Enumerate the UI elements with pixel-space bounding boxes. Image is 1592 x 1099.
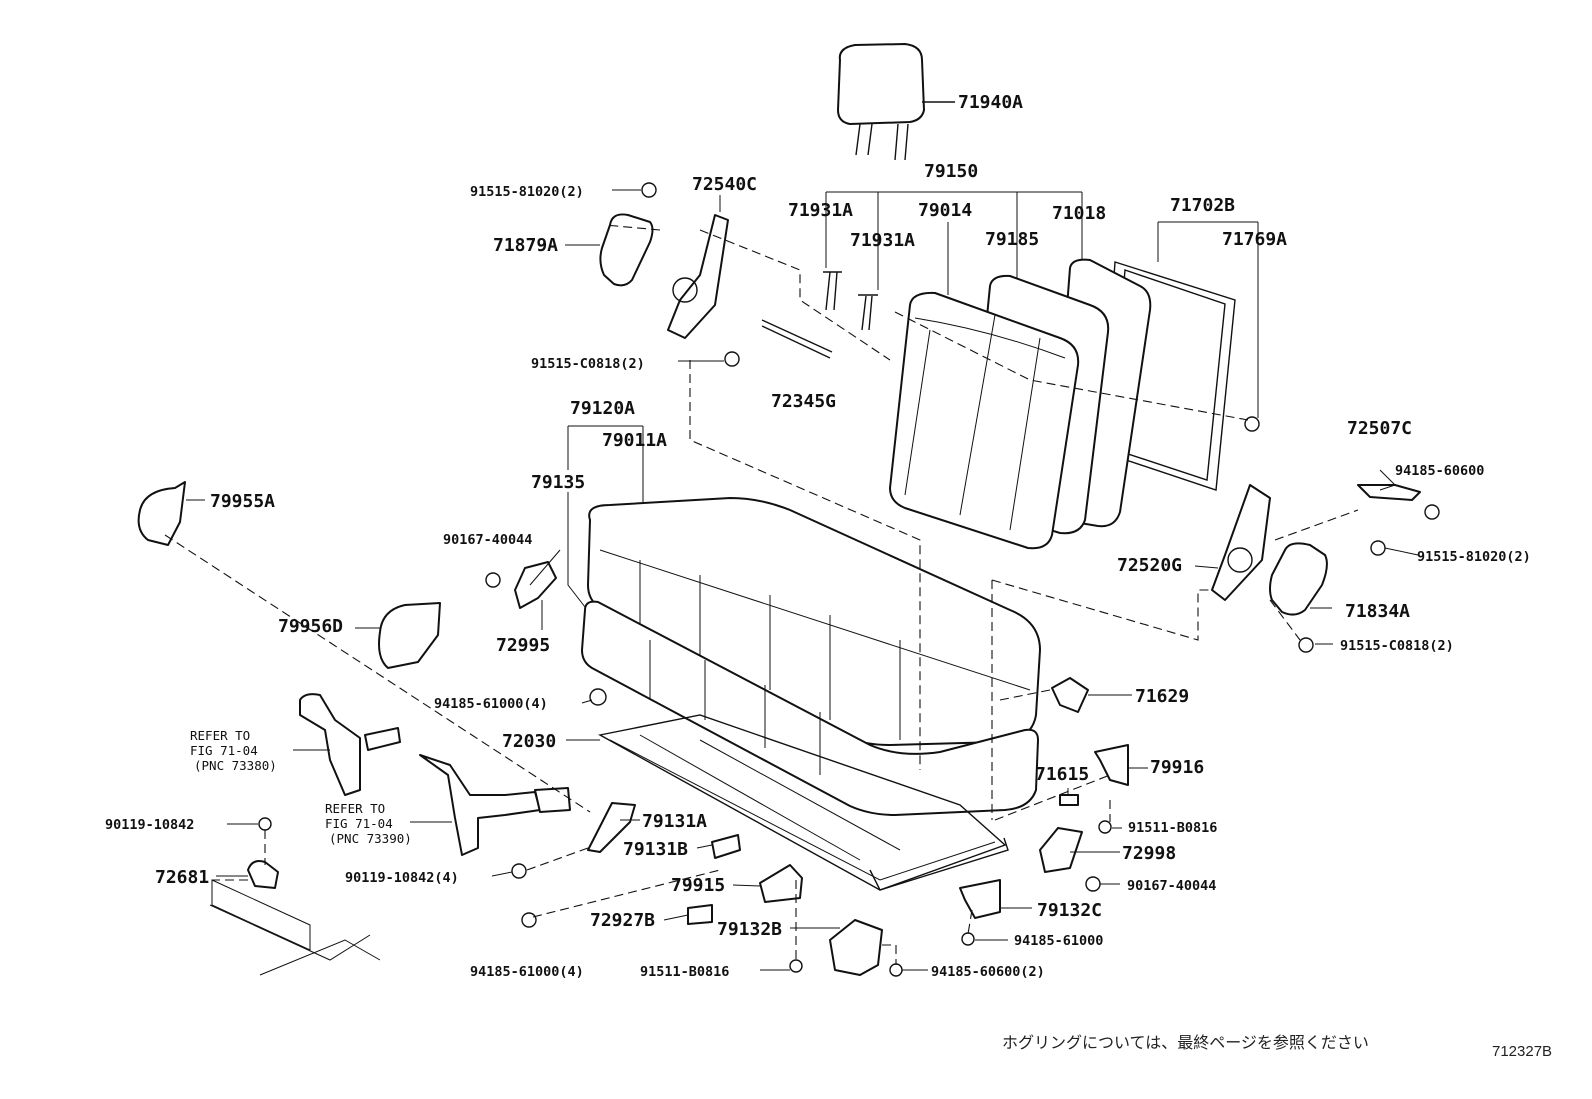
part-label-91515-81020: 91515-81020(2) bbox=[470, 184, 584, 200]
part-label-71940a: 71940A bbox=[958, 92, 1023, 113]
part-label-72681: 72681 bbox=[155, 867, 209, 888]
part-label-71702b: 71702B bbox=[1170, 195, 1235, 216]
part-label-94185-61000: 94185-61000 bbox=[1014, 933, 1103, 949]
part-label-79131b: 79131B bbox=[623, 839, 688, 860]
part-label-91515-81020-right: 91515-81020(2) bbox=[1417, 549, 1531, 565]
part-label-71769a: 71769A bbox=[1222, 229, 1287, 250]
figure-reference-code: 712327B bbox=[1492, 1043, 1552, 1060]
side-covers bbox=[137, 481, 441, 669]
part-label-79135: 79135 bbox=[531, 472, 585, 493]
part-label-94185-60600: 94185-60600 bbox=[1395, 463, 1484, 479]
part-label-90119-10842-4: 90119-10842(4) bbox=[345, 870, 459, 886]
part-label-72998: 72998 bbox=[1122, 843, 1176, 864]
refer-note-2-line2: FIG 71-04 bbox=[325, 816, 393, 831]
part-label-79915: 79915 bbox=[671, 875, 725, 896]
part-label-79185: 79185 bbox=[985, 229, 1039, 250]
headrest-drawing bbox=[837, 43, 955, 161]
part-label-72995: 72995 bbox=[496, 635, 550, 656]
hinge-covers bbox=[599, 213, 1328, 616]
seatback-drawing bbox=[761, 258, 1260, 550]
part-label-79014: 79014 bbox=[918, 200, 972, 221]
refer-note-2-line1: REFER TO bbox=[325, 801, 385, 816]
part-label-72345g: 72345G bbox=[771, 391, 836, 412]
part-label-79131a: 79131A bbox=[642, 811, 707, 832]
small-brackets bbox=[514, 484, 1421, 976]
hog-ring-note: ホグリングについては、最終ページを参照ください bbox=[1002, 1033, 1369, 1052]
refer-note-2-line3: (PNC 73390) bbox=[329, 831, 412, 846]
part-label-71018: 71018 bbox=[1052, 203, 1106, 224]
part-label-79955a: 79955A bbox=[210, 491, 275, 512]
part-label-71931a-left: 71931A bbox=[788, 200, 853, 221]
reference-notes: REFER TO FIG 71-04 (PNC 73380) REFER TO … bbox=[190, 728, 412, 846]
part-label-72030: 72030 bbox=[502, 731, 556, 752]
floor-drawing bbox=[209, 860, 381, 976]
seat-frame-drawing bbox=[597, 714, 1009, 891]
part-label-72927b: 72927B bbox=[590, 910, 655, 931]
part-label-71931a-right: 71931A bbox=[850, 230, 915, 251]
part-label-94185-60600-2: 94185-60600(2) bbox=[931, 964, 1045, 980]
part-label-79916: 79916 bbox=[1150, 757, 1204, 778]
seat-cushion-drawing bbox=[581, 497, 1041, 816]
part-label-72520g: 72520G bbox=[1117, 555, 1182, 576]
hinge-brackets bbox=[667, 214, 1271, 601]
part-label-72507c: 72507C bbox=[1347, 418, 1412, 439]
part-label-79150: 79150 bbox=[924, 161, 978, 182]
part-label-90167-40044-lower: 90167-40044 bbox=[1127, 878, 1216, 894]
part-label-71615: 71615 bbox=[1035, 764, 1089, 785]
part-label-71834a: 71834A bbox=[1345, 601, 1410, 622]
part-label-90119-10842: 90119-10842 bbox=[105, 817, 194, 833]
refer-note-1-line2: FIG 71-04 bbox=[190, 743, 258, 758]
part-label-71879a: 71879A bbox=[493, 235, 558, 256]
part-label-91515-c0818: 91515-C0818(2) bbox=[531, 356, 645, 372]
part-label-79132c: 79132C bbox=[1037, 900, 1102, 921]
part-label-90167-40044-upper: 90167-40044 bbox=[443, 532, 532, 548]
part-label-91515-c0818-right: 91515-C0818(2) bbox=[1340, 638, 1454, 654]
part-label-91511-b0816-lower: 91511-B0816 bbox=[640, 964, 729, 980]
part-label-79011a: 79011A bbox=[602, 430, 667, 451]
dashed-assembly-lines bbox=[164, 224, 1359, 965]
leader-lines bbox=[186, 189, 1419, 971]
part-label-94185-61000-4-upper: 94185-61000(4) bbox=[434, 696, 548, 712]
part-label-71629: 71629 bbox=[1135, 686, 1189, 707]
part-label-72540c: 72540C bbox=[692, 174, 757, 195]
seat-belts bbox=[299, 693, 571, 856]
part-labels: 71940A 79150 72540C 91515-81020(2) 71879… bbox=[105, 92, 1531, 980]
part-label-94185-61000-4-lower: 94185-61000(4) bbox=[470, 964, 584, 980]
refer-note-1-line1: REFER TO bbox=[190, 728, 250, 743]
part-label-79120a: 79120A bbox=[570, 398, 635, 419]
part-label-91511-b0816-right: 91511-B0816 bbox=[1128, 820, 1217, 836]
part-label-79132b: 79132B bbox=[717, 919, 782, 940]
refer-note-1-line3: (PNC 73380) bbox=[194, 758, 277, 773]
part-label-79956d: 79956D bbox=[278, 616, 343, 637]
